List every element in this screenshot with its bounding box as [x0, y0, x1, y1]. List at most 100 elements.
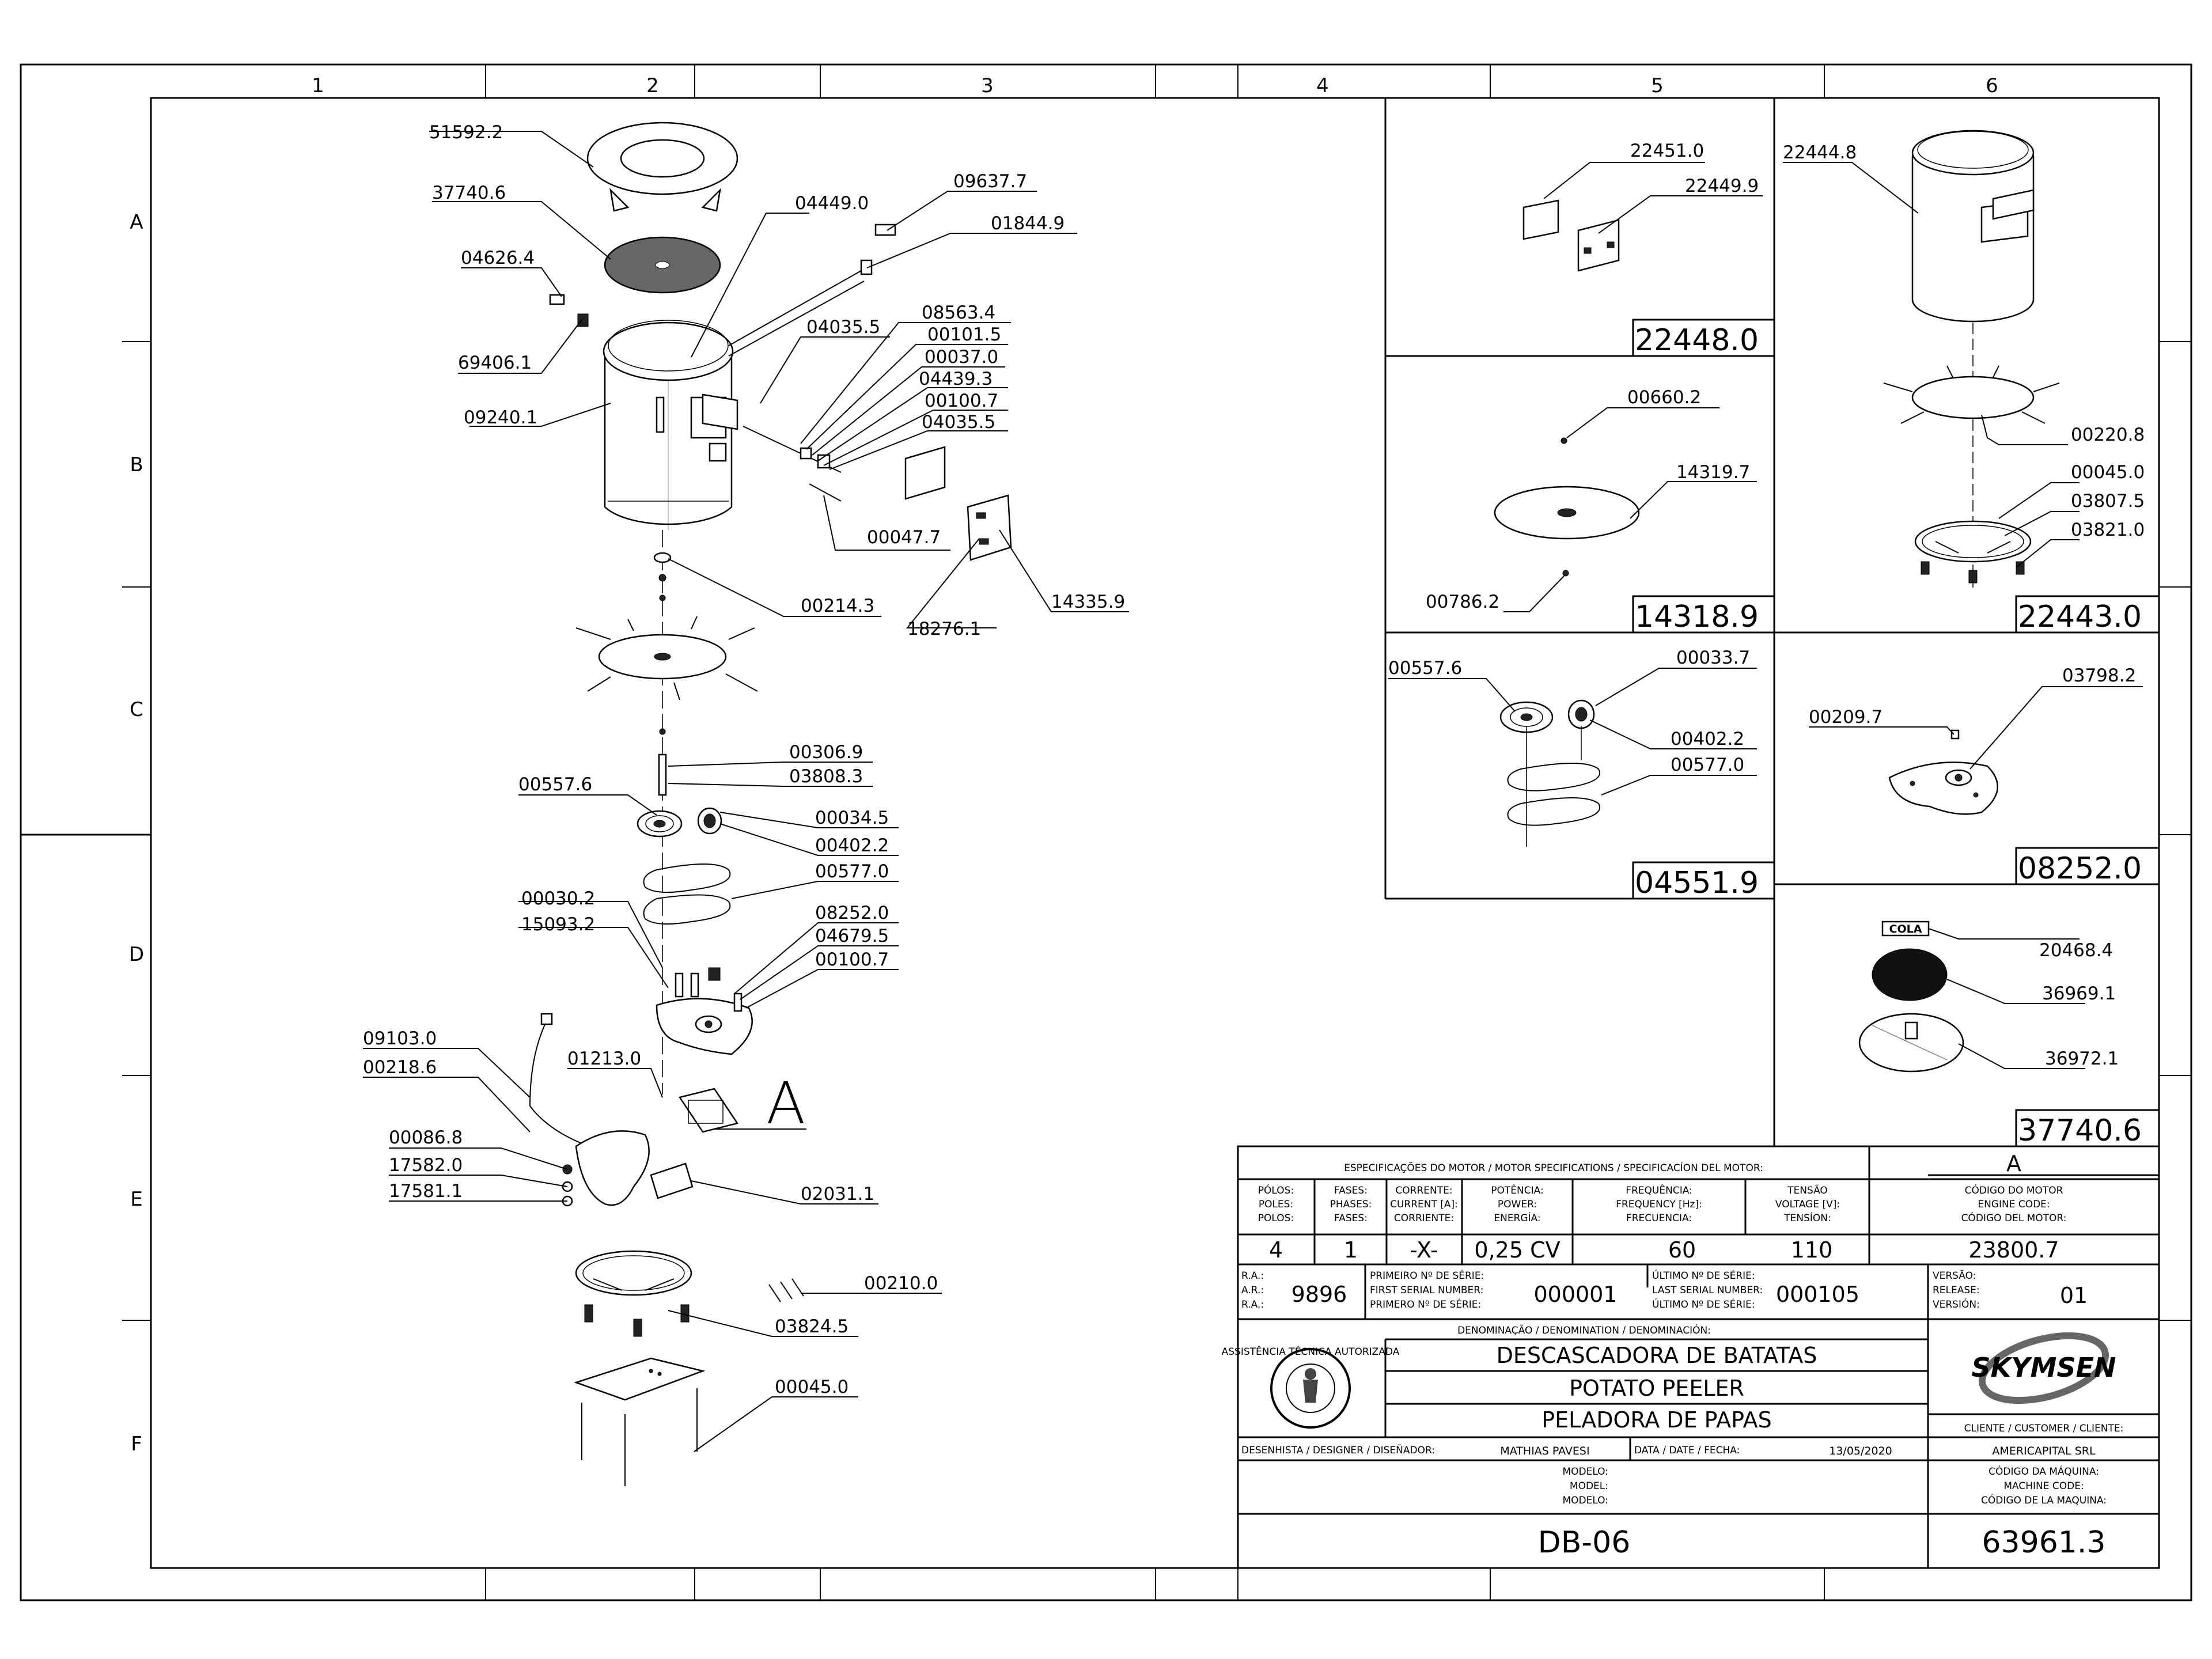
spec-label: FIRST SERIAL NUMBER: — [1370, 1285, 1483, 1296]
part-label: 00033.7 — [1676, 647, 1750, 668]
engine-code-value: 23800.7 — [1968, 1237, 2059, 1263]
spec-label: FASES: — [1334, 1185, 1368, 1196]
column-label: 1 — [312, 74, 324, 97]
part-label: 00045.0 — [2071, 462, 2145, 483]
spec-label: FASES: — [1334, 1213, 1368, 1224]
part-label: 00577.0 — [815, 861, 889, 882]
spec-label: ENERGÍA: — [1494, 1211, 1540, 1224]
detail-code: 37740.6 — [2018, 1113, 2142, 1148]
part-label: 36969.1 — [2042, 983, 2116, 1004]
leader-lines — [363, 131, 1129, 1452]
row-label: D — [129, 943, 144, 966]
spec-label: CORRENTE: — [1395, 1185, 1452, 1196]
part-label: 09103.0 — [363, 1028, 437, 1049]
part-label: 00402.2 — [1671, 729, 1744, 749]
part-label: 03807.5 — [2071, 491, 2145, 512]
part-label: 15093.2 — [521, 914, 595, 935]
part-label: 00045.0 — [775, 1377, 849, 1397]
detail-code: 04551.9 — [1635, 866, 1759, 900]
brand-name: SKYMSEN — [1972, 1352, 2116, 1383]
part-label: 00100.7 — [815, 949, 889, 970]
part-label: 00786.2 — [1426, 592, 1499, 612]
part-label: 18276.1 — [907, 619, 981, 639]
part-label: 04035.5 — [806, 317, 880, 338]
part-label: 03824.5 — [775, 1316, 849, 1337]
part-label: 22449.9 — [1685, 176, 1759, 196]
part-label: 00086.8 — [389, 1127, 463, 1148]
part-label: 00218.6 — [363, 1057, 437, 1078]
ra-value: 9896 — [1291, 1282, 1347, 1307]
motor-letter: A — [2006, 1151, 2021, 1176]
spec-label: A.R.: — [1241, 1285, 1264, 1296]
name-portuguese: DESCASCADORA DE BATATAS — [1497, 1343, 1817, 1368]
part-label: 14319.7 — [1676, 462, 1750, 483]
spec-label: CÓDIGO DE LA MAQUINA: — [1981, 1494, 2107, 1506]
part-label: 00209.7 — [1809, 707, 1883, 728]
part-label: 00557.6 — [518, 774, 592, 795]
detail-22448: 22451.0 22449.9 — [1522, 141, 1763, 272]
part-label: 08563.4 — [922, 302, 995, 323]
spec-label: R.A.: — [1241, 1270, 1264, 1282]
main-exploded-view: A — [529, 122, 1012, 1486]
detail-code: 14318.9 — [1635, 600, 1759, 634]
part-label: 00660.2 — [1627, 387, 1701, 408]
seal-text: ASSISTÊNCIA TÉCNICA AUTORIZADA — [1222, 1345, 1400, 1358]
spec-label: VERSÃO: — [1933, 1269, 1976, 1282]
detail-code: 22443.0 — [2018, 600, 2142, 634]
motor-spec-header: ESPECIFICAÇÕES DO MOTOR / MOTOR SPECIFIC… — [1344, 1161, 1763, 1174]
part-label: 36972.1 — [2045, 1048, 2119, 1069]
spec-label: TENSÍON: — [1783, 1211, 1831, 1224]
designer-value: MATHIAS PAVESI — [1500, 1445, 1589, 1457]
spec-label: CURRENT [A]: — [1390, 1199, 1458, 1210]
spec-label: TENSÃO — [1787, 1184, 1828, 1196]
detail-code: 08252.0 — [2018, 851, 2142, 886]
date-label: DATA / DATE / FECHA: — [1634, 1445, 1740, 1456]
spec-label: POLES: — [1259, 1199, 1293, 1210]
part-label: 01844.9 — [991, 213, 1065, 234]
detail-code: 22448.0 — [1635, 323, 1759, 358]
spec-label: ÚLTIMO Nº DE SÉRIE: — [1652, 1298, 1755, 1310]
row-label: E — [130, 1188, 142, 1211]
part-label: 22451.0 — [1630, 141, 1704, 161]
part-label: 04035.5 — [922, 412, 995, 433]
part-label: 00047.7 — [867, 527, 941, 548]
spec-label: FRECUENCIA: — [1626, 1213, 1692, 1224]
part-label: 69406.1 — [458, 353, 532, 373]
denomination-header: DENOMINAÇÃO / DENOMINATION / DENOMINACIÓ… — [1457, 1324, 1711, 1336]
detail-37740: COLA 20468.4 36969.1 36972.1 — [1858, 921, 2119, 1073]
part-label: 00402.2 — [815, 835, 889, 856]
date-value: 13/05/2020 — [1829, 1445, 1892, 1457]
model-value: DB-06 — [1538, 1525, 1631, 1560]
spec-label: LAST SERIAL NUMBER: — [1652, 1285, 1763, 1296]
spec-label: CÓDIGO DEL MOTOR: — [1961, 1211, 2067, 1224]
part-label: 00306.9 — [789, 742, 863, 763]
part-label: 03808.3 — [789, 766, 863, 787]
part-label: 00214.3 — [801, 596, 874, 616]
authorized-service-seal: ASSISTÊNCIA TÉCNICA AUTORIZADA — [1222, 1345, 1400, 1429]
detail-14318: 00660.2 14319.7 00786.2 — [1426, 387, 1757, 612]
part-label: 09240.1 — [464, 407, 537, 428]
detail-08252: 00209.7 03798.2 — [1809, 665, 2143, 815]
spec-label: RELEASE: — [1933, 1285, 1980, 1296]
spec-label: PHASES: — [1330, 1199, 1372, 1210]
part-label: 00030.2 — [521, 888, 595, 909]
spec-label: CORRIENTE: — [1394, 1213, 1454, 1224]
name-spanish: PELADORA DE PAPAS — [1541, 1407, 1772, 1433]
spec-label: POTÊNCIA: — [1491, 1184, 1543, 1196]
spec-label: MACHINE CODE: — [2003, 1480, 2084, 1492]
spec-label: ENGINE CODE: — [1978, 1199, 2050, 1210]
part-label: 00037.0 — [925, 347, 998, 368]
part-label: 00101.5 — [927, 324, 1001, 345]
part-labels-main: 51592.2 37740.6 04626.4 69406.1 09240.1 … — [363, 122, 1125, 1397]
voltage-value: 110 — [1791, 1237, 1833, 1263]
part-label: 00220.8 — [2071, 425, 2145, 445]
part-label: 51592.2 — [429, 122, 503, 143]
name-english: POTATO PEELER — [1569, 1376, 1744, 1401]
client-label: CLIENTE / CUSTOMER / CLIENTE: — [1964, 1423, 2124, 1434]
row-label: A — [130, 211, 143, 234]
part-label: 14335.9 — [1051, 592, 1125, 612]
detail-04551: 00557.6 00033.7 00402.2 00577.0 — [1388, 647, 1757, 847]
part-label: 00557.6 — [1388, 658, 1462, 679]
detail-22443: 22444.8 00220.8 00045.0 03807.5 03821.0 — [1783, 130, 2145, 588]
